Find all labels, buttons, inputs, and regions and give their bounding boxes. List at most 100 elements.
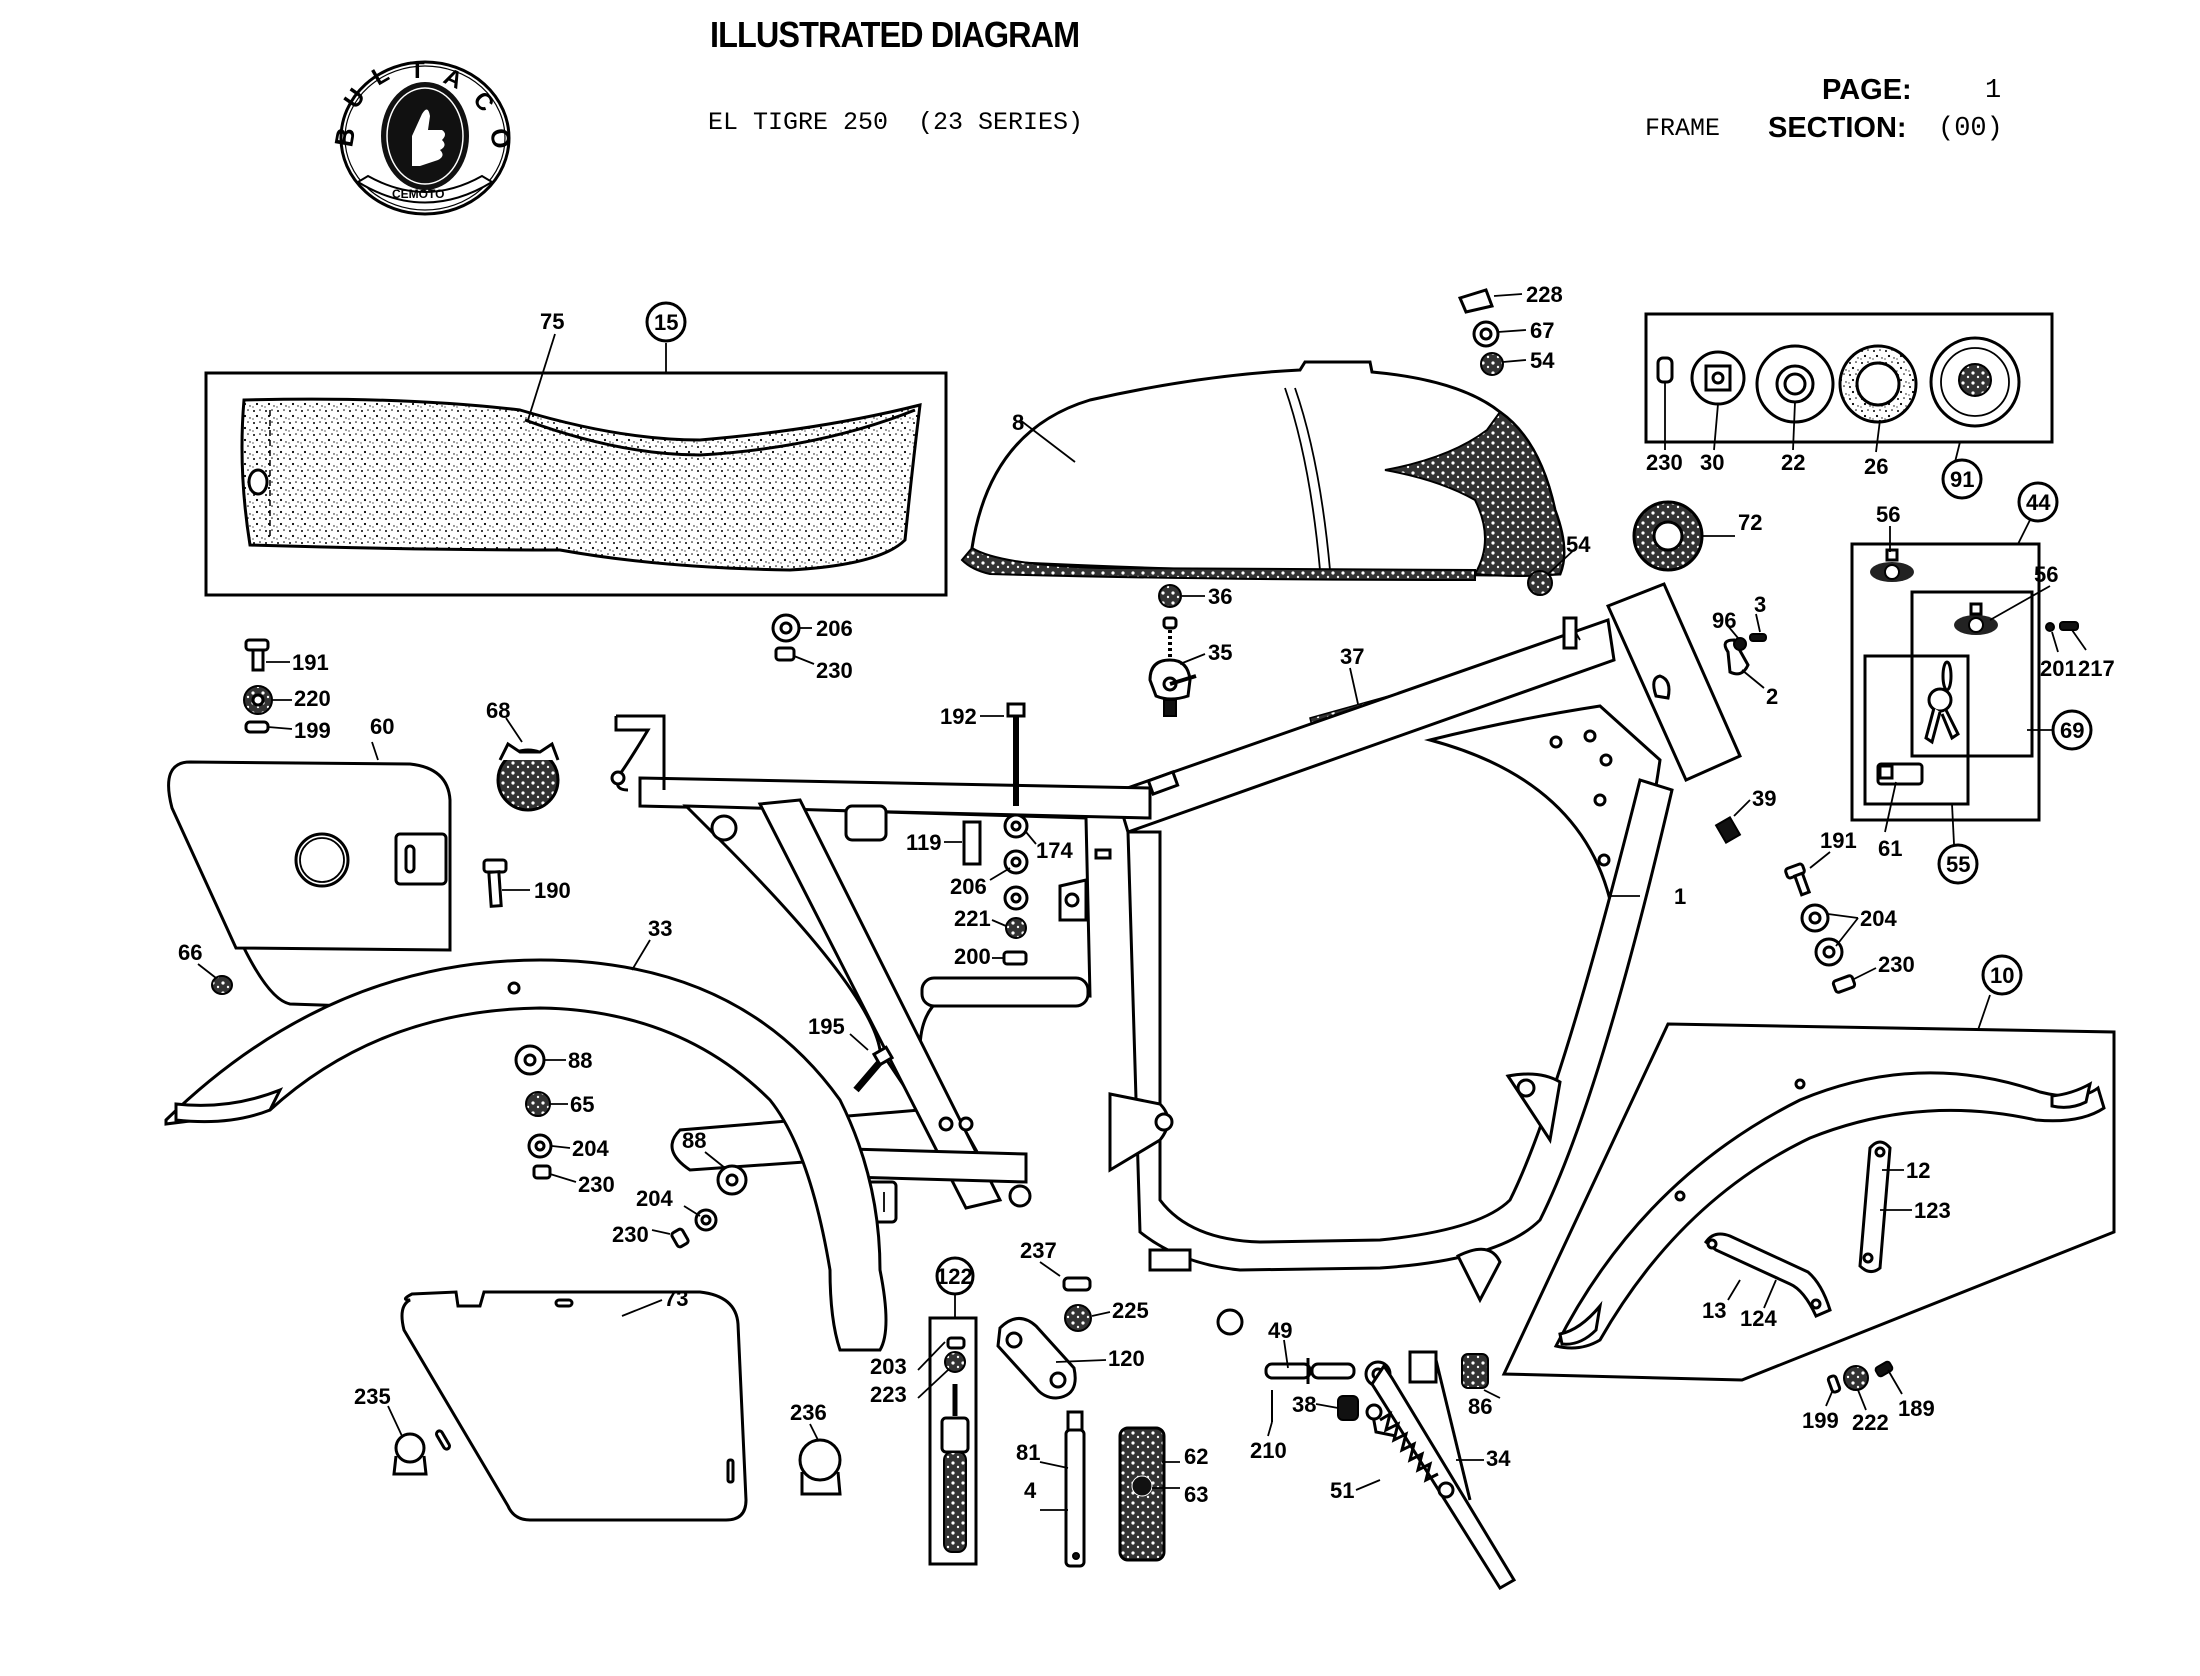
nut-199-right[interactable] xyxy=(1825,1374,1842,1407)
tank-badge-72[interactable] xyxy=(1632,500,1735,572)
tank-rubber-54-top[interactable] xyxy=(1480,352,1527,376)
bolt-191[interactable] xyxy=(244,638,290,672)
air-box-cover-73[interactable] xyxy=(400,1290,748,1522)
tank-washer-67[interactable] xyxy=(1472,320,1527,348)
screw-3[interactable] xyxy=(1749,613,1767,642)
footrest-pin-81-4[interactable] xyxy=(1039,1410,1086,1568)
nut-200[interactable] xyxy=(992,950,1028,966)
label-4: 4 xyxy=(1024,1478,1037,1503)
label-237: 237 xyxy=(1020,1238,1057,1263)
seat[interactable] xyxy=(240,397,922,572)
label-199: 199 xyxy=(294,718,331,743)
washer-206-top[interactable] xyxy=(771,613,812,643)
label-124: 124 xyxy=(1740,1306,1777,1331)
fender-stay-12 xyxy=(1858,1140,1892,1273)
petcock-washer-36[interactable] xyxy=(1158,584,1205,608)
label-210: 210 xyxy=(1250,1438,1287,1463)
label-38-visible: 38 xyxy=(1292,1392,1316,1417)
label-51: 51 xyxy=(1330,1478,1354,1503)
spring-51[interactable] xyxy=(1355,1403,1455,1499)
bolt-190[interactable] xyxy=(482,858,530,908)
label-56-a: 56 xyxy=(1876,502,1900,527)
label-96: 96 xyxy=(1712,608,1736,633)
tank-clip-228[interactable] xyxy=(1457,288,1523,314)
washer-221[interactable] xyxy=(991,917,1027,939)
washer-220[interactable] xyxy=(243,685,292,715)
bolt-195[interactable] xyxy=(849,1033,895,1093)
nut-230-right[interactable] xyxy=(1831,967,1877,994)
label-191-right: 191 xyxy=(1820,828,1857,853)
label-190: 190 xyxy=(534,878,571,903)
washer-204-b[interactable] xyxy=(683,1205,718,1232)
label-220: 220 xyxy=(294,686,331,711)
washer-88-a[interactable] xyxy=(514,1044,566,1076)
bolt-189[interactable] xyxy=(1874,1360,1903,1395)
section-number: (00) xyxy=(1938,114,2003,144)
petcock-35[interactable] xyxy=(1148,616,1206,717)
label-122: 122 xyxy=(936,1264,973,1289)
label-75: 75 xyxy=(540,309,564,334)
split-pin-210[interactable] xyxy=(1267,1390,1273,1437)
label-8: 8 xyxy=(1012,410,1024,435)
washer-174[interactable] xyxy=(1003,813,1037,845)
label-120: 120 xyxy=(1108,1346,1145,1371)
label-192: 192 xyxy=(940,704,977,729)
label-200: 200 xyxy=(954,944,991,969)
front-fender-group[interactable] xyxy=(1501,954,2116,1382)
washers-206[interactable] xyxy=(989,849,1029,911)
stand-pin-49[interactable] xyxy=(1264,1339,1356,1384)
lock-set-group[interactable] xyxy=(1850,481,2093,885)
rear-fender-33[interactable] xyxy=(164,939,888,1352)
clamp-235[interactable] xyxy=(387,1405,428,1476)
washer-222[interactable] xyxy=(1843,1365,1869,1411)
tiger-badge-68[interactable] xyxy=(496,717,560,812)
washer-65[interactable] xyxy=(525,1091,568,1117)
label-204-b: 204 xyxy=(636,1186,673,1211)
seat-group[interactable] xyxy=(204,301,948,597)
cable-guide-39[interactable] xyxy=(1714,799,1751,845)
label-86: 86 xyxy=(1468,1394,1492,1419)
side-panel-60[interactable] xyxy=(167,741,452,1008)
footrest-bracket-120[interactable] xyxy=(996,1317,1107,1400)
label-88-b: 88 xyxy=(682,1128,706,1153)
label-221: 221 xyxy=(954,906,991,931)
washer-88-b[interactable] xyxy=(704,1151,748,1196)
nut-230-b[interactable] xyxy=(651,1227,690,1249)
label-34: 34 xyxy=(1486,1446,1511,1471)
rubber-66[interactable] xyxy=(197,963,233,995)
label-230-b: 230 xyxy=(612,1222,649,1247)
lock-pin-201[interactable] xyxy=(2045,622,2059,653)
nut-199[interactable] xyxy=(244,720,293,734)
washer-225[interactable] xyxy=(1064,1304,1111,1332)
nut-237[interactable] xyxy=(1039,1261,1092,1292)
washer-96[interactable] xyxy=(1727,625,1747,651)
nut-203 xyxy=(946,1336,966,1350)
callout-10 xyxy=(1981,954,2023,996)
fuel-cap-group[interactable] xyxy=(1644,312,2054,500)
nut-38[interactable] xyxy=(1315,1395,1359,1421)
label-236: 236 xyxy=(790,1400,827,1425)
washer-204-a[interactable] xyxy=(527,1133,571,1159)
label-230-right: 230 xyxy=(1878,952,1915,977)
clamp-236[interactable] xyxy=(798,1423,842,1496)
nut-230-top[interactable] xyxy=(774,646,815,665)
stand-rubber-86[interactable] xyxy=(1461,1353,1501,1399)
part-labels: 75 15 8 228 67 54 54 230 30 22 26 91 72 … xyxy=(178,282,2115,1507)
footrest-rubber-62-63[interactable] xyxy=(1118,1426,1180,1562)
bolt-192[interactable] xyxy=(980,702,1026,806)
washers-204-right[interactable] xyxy=(1800,903,1859,967)
lock-screw-217[interactable] xyxy=(2059,621,2087,651)
label-191: 191 xyxy=(292,650,329,675)
fuel-tank[interactable] xyxy=(960,360,1566,582)
steering-lock-plate-2[interactable] xyxy=(1723,638,1765,689)
lock-56-upper xyxy=(1870,548,1914,582)
label-201: 201 xyxy=(2040,656,2077,681)
footrest-group[interactable] xyxy=(917,1256,978,1566)
bolt-191-right[interactable] xyxy=(1784,851,1831,897)
nut-230-a[interactable] xyxy=(532,1164,577,1183)
label-56-b: 56 xyxy=(2034,562,2058,587)
label-230-a: 230 xyxy=(578,1172,615,1197)
spacer-119[interactable] xyxy=(944,820,982,866)
tank-rubber-54-bottom[interactable] xyxy=(1527,547,1577,596)
side-stand-34[interactable] xyxy=(1364,1350,1517,1591)
